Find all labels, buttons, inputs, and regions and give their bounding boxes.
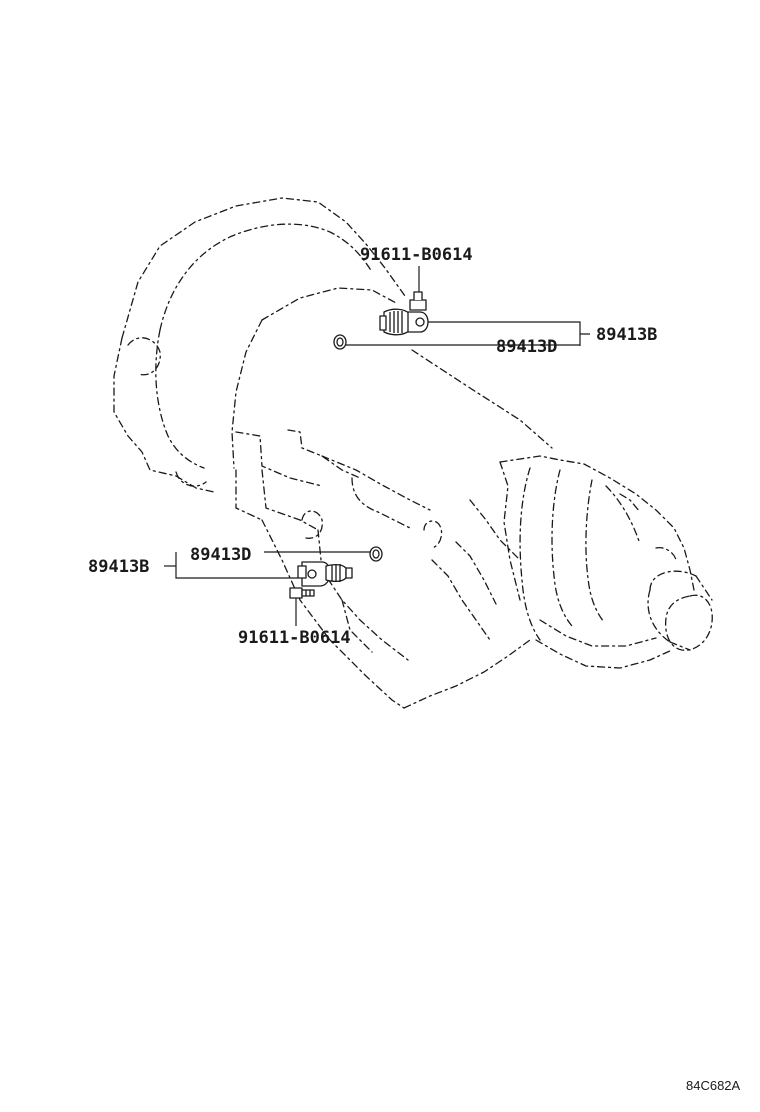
label-oring-upper[interactable]: 89413D: [496, 337, 557, 357]
label-bolt-lower[interactable]: 91611-B0614: [238, 628, 351, 648]
bolt-upper-head-icon: [409, 299, 427, 311]
diagram-code: 84C682A: [686, 1078, 741, 1093]
o-ring-lower[interactable]: [369, 546, 383, 562]
leader-lines: [164, 266, 590, 626]
speed-sensor-upper[interactable]: [379, 291, 429, 336]
label-oring-lower[interactable]: 89413D: [190, 545, 251, 565]
label-bolt-upper[interactable]: 91611-B0614: [360, 245, 473, 265]
o-ring-upper[interactable]: [333, 334, 347, 350]
speed-sensor-lower[interactable]: [297, 561, 353, 587]
transmission-housing: [113, 197, 713, 709]
label-sensor-lower[interactable]: 89413B: [88, 557, 149, 577]
label-sensor-upper[interactable]: 89413B: [596, 325, 657, 345]
bolt-lower-icon[interactable]: [289, 587, 315, 599]
